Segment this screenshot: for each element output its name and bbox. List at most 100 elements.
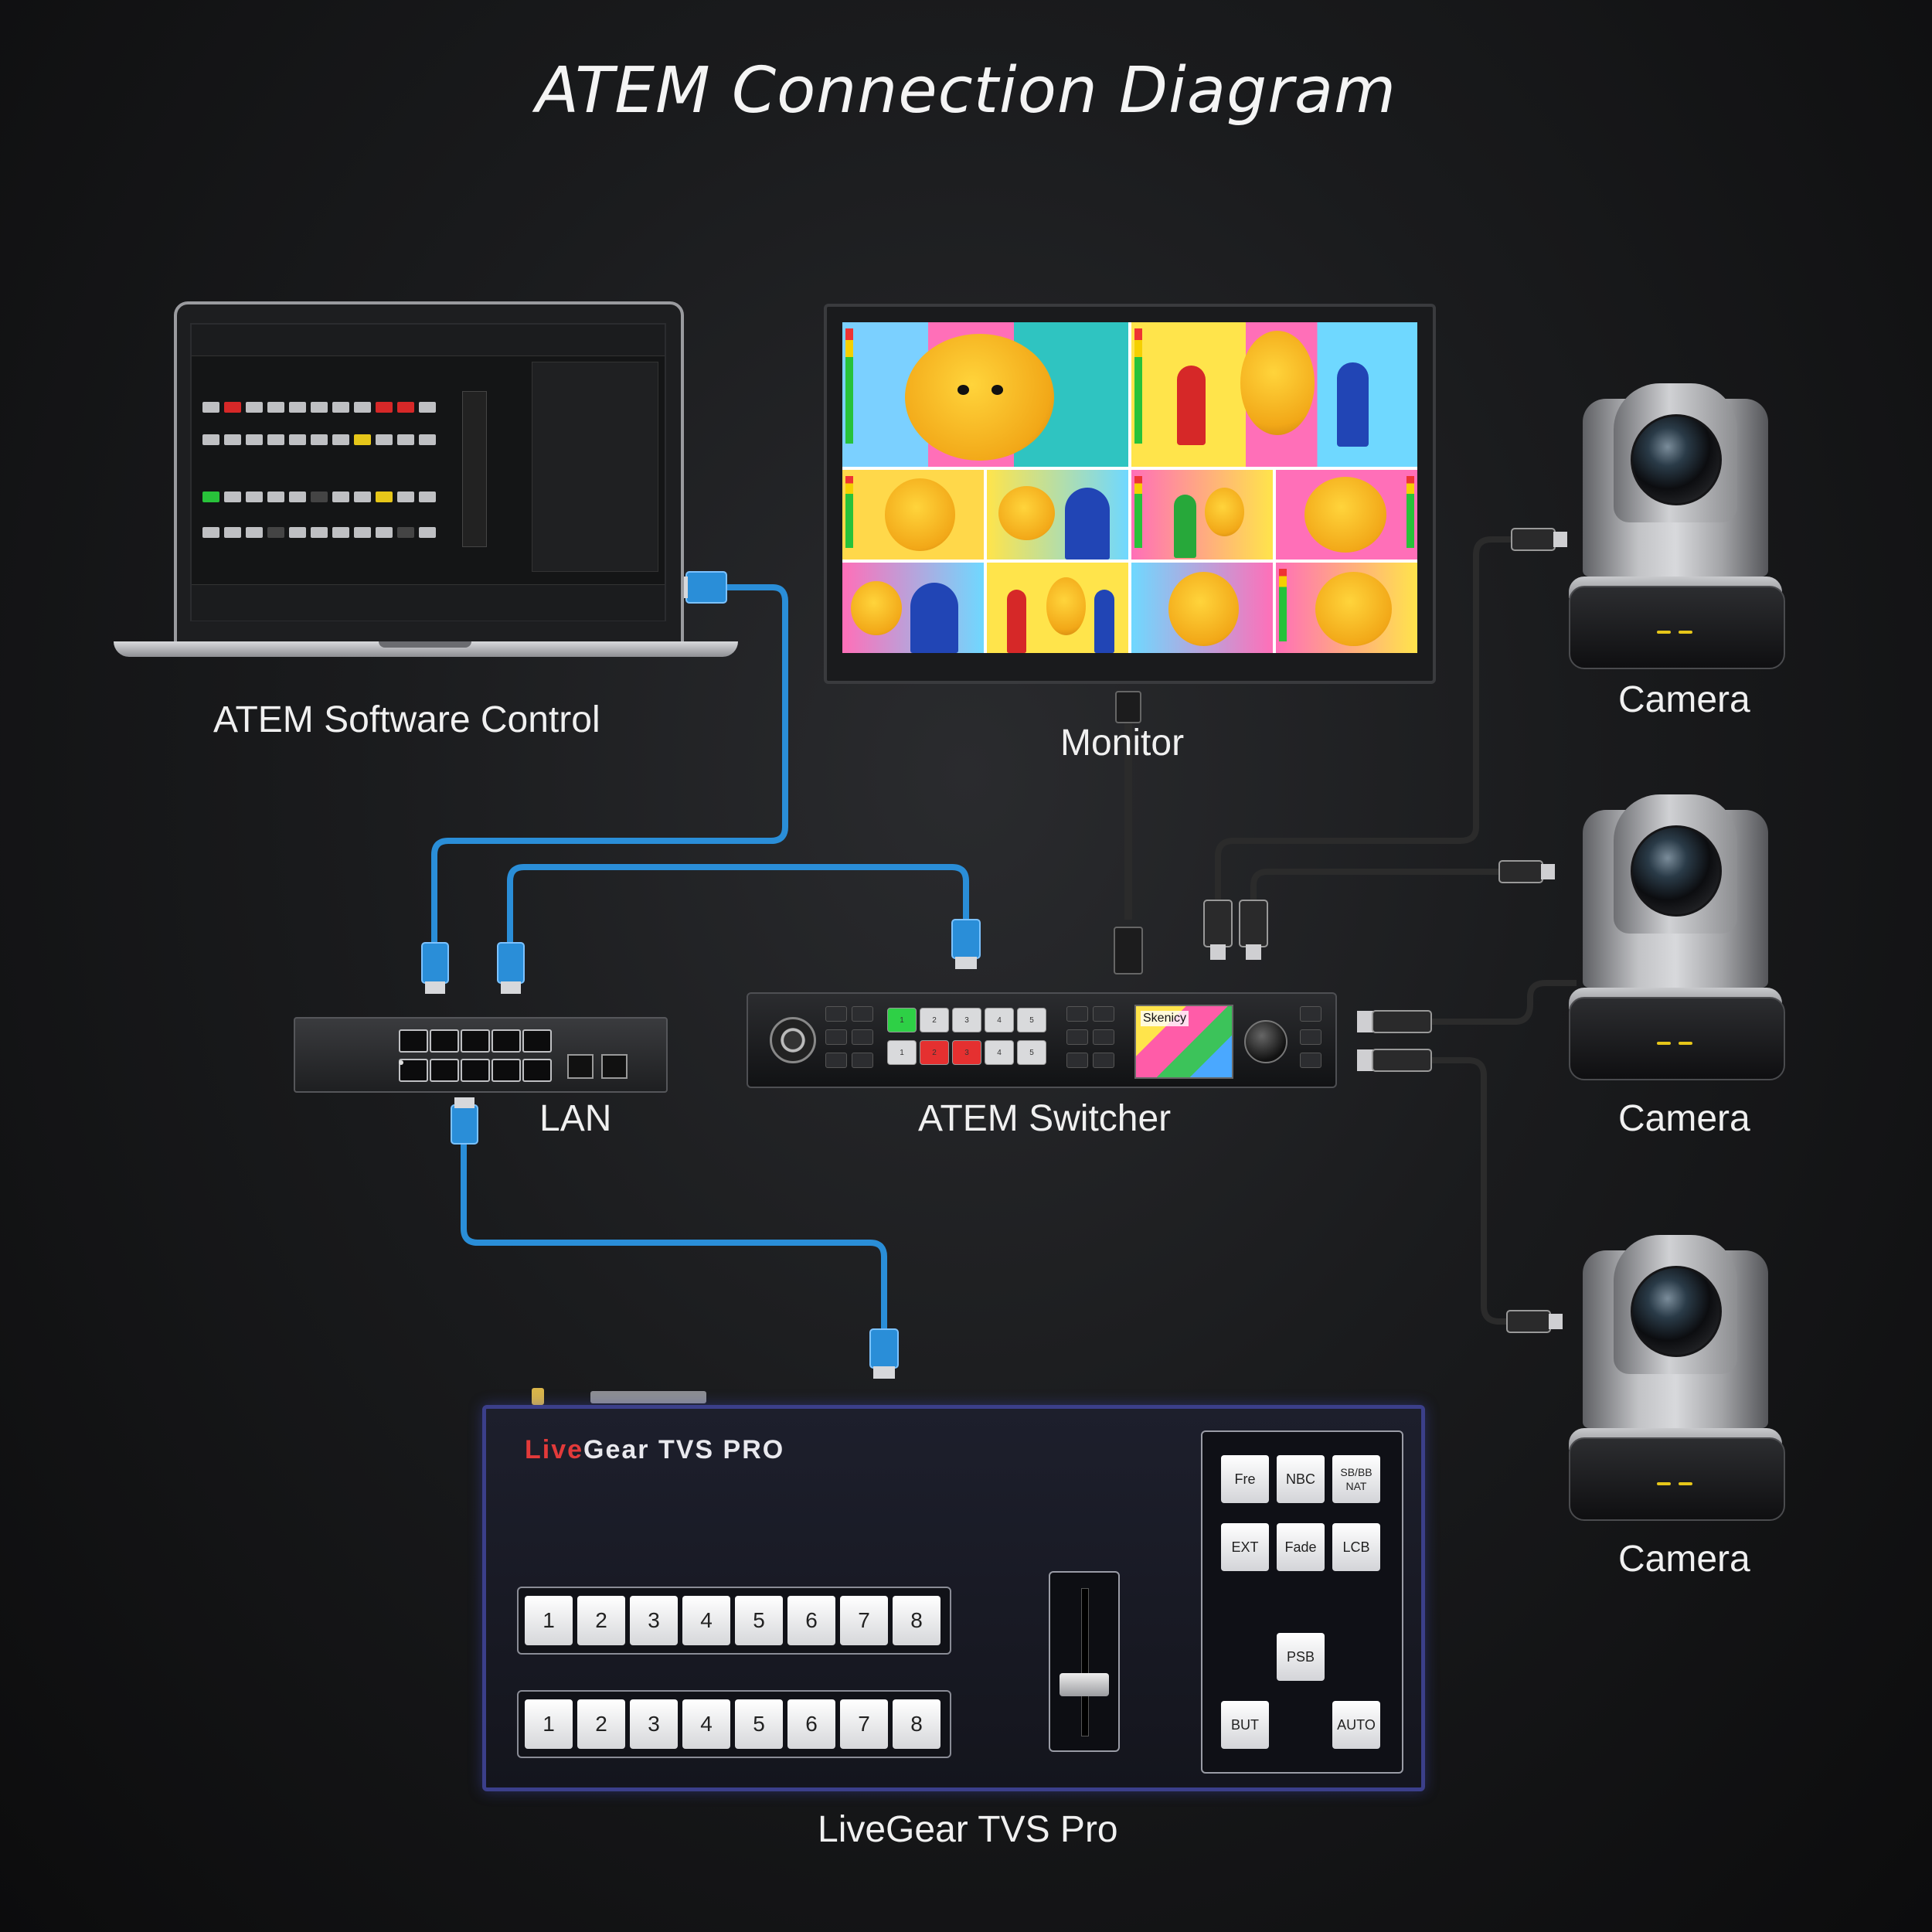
- camera-lens: [1631, 1266, 1722, 1357]
- transition-key-fade[interactable]: Fade: [1277, 1523, 1325, 1571]
- multiview-tile-2: [987, 469, 1128, 560]
- switcher-mid-buttons: [1066, 1006, 1114, 1068]
- atem-software-screen: [190, 323, 666, 621]
- monitor: [824, 304, 1436, 684]
- rj45-connector-lan-bottom: [451, 1097, 478, 1145]
- tbar-handle[interactable]: [1060, 1673, 1109, 1696]
- bnc-connector-switcher-right-1: [1357, 1010, 1432, 1033]
- bnc-connector-cam-1: [1511, 528, 1567, 551]
- transition-key-nbc[interactable]: NBC: [1277, 1455, 1325, 1503]
- switcher-knob: [1244, 1020, 1287, 1063]
- tbar[interactable]: [1049, 1571, 1120, 1752]
- program-key-2[interactable]: 2: [577, 1596, 625, 1645]
- switcher-lcd: Skenicy: [1134, 1005, 1233, 1079]
- camera-label-3: Camera: [1618, 1539, 1750, 1580]
- multiview-grid: [842, 322, 1417, 653]
- sfp-port-1: [567, 1054, 594, 1079]
- diagram-title: ATEM Connection Diagram: [536, 54, 1396, 128]
- transition-key-sb-bb[interactable]: SB/BB NAT: [1332, 1455, 1380, 1503]
- rj45-connector-lan-2: [497, 942, 525, 994]
- program-key-5[interactable]: 5: [735, 1596, 783, 1645]
- lan-ports: [399, 1029, 552, 1082]
- preview-key-1[interactable]: 1: [525, 1699, 573, 1749]
- rj45-connector-switcher: [951, 919, 981, 969]
- preview-key-3[interactable]: 3: [630, 1699, 678, 1749]
- multiview-tile-program: [1131, 322, 1417, 467]
- tvs-brand-red: Live: [525, 1435, 584, 1464]
- app-title-bar: [192, 325, 665, 356]
- ethernet-cable-lan-tvs: [461, 1136, 887, 1337]
- camera-1: [1569, 383, 1785, 669]
- preview-key-2[interactable]: 2: [577, 1699, 625, 1749]
- tvs-rear-port: [590, 1391, 706, 1403]
- multiview-tile-6: [987, 563, 1128, 653]
- lan-switch: [294, 1017, 668, 1093]
- program-key-7[interactable]: 7: [840, 1596, 888, 1645]
- software-keyrow-4: [202, 527, 436, 538]
- software-side-panel: [532, 362, 658, 572]
- transition-key-lcb[interactable]: LCB: [1332, 1523, 1380, 1571]
- xlr-input: [770, 1017, 816, 1063]
- switcher-right-buttons: [1300, 1006, 1321, 1068]
- preview-key-7[interactable]: 7: [840, 1699, 888, 1749]
- livegear-tvs-pro: LiveGear TVS PRO 1 2 3 4 5 6 7 8 1 2 3 4…: [482, 1405, 1425, 1791]
- preview-bus: 1 2 3 4 5 6 7 8: [517, 1690, 951, 1758]
- camera-lens: [1631, 825, 1722, 917]
- transition-key-psb[interactable]: PSB: [1277, 1633, 1325, 1681]
- ethernet-cable-laptop-lan: [431, 584, 788, 951]
- camera-label-1: Camera: [1618, 679, 1750, 720]
- hdmi-connector-switcher: [1114, 927, 1143, 975]
- transition-key-auto[interactable]: AUTO: [1332, 1701, 1380, 1749]
- preview-key-6[interactable]: 6: [787, 1699, 835, 1749]
- switcher-label: ATEM Switcher: [918, 1098, 1172, 1139]
- sdi-cable-camera-3: [1431, 980, 1577, 1025]
- camera-2: [1569, 794, 1785, 1080]
- transition-key-but[interactable]: BUT: [1221, 1701, 1269, 1749]
- tvs-brand: LiveGear TVS PRO: [525, 1435, 784, 1465]
- camera-label-2: Camera: [1618, 1098, 1750, 1139]
- ethernet-cable-lan-switcher: [507, 864, 969, 951]
- program-key-1[interactable]: 1: [525, 1596, 573, 1645]
- bnc-connector-cam-2: [1498, 860, 1555, 883]
- camera-3: [1569, 1235, 1785, 1521]
- monitor-label: Monitor: [1060, 723, 1185, 764]
- preview-key-8[interactable]: 8: [893, 1699, 940, 1749]
- multiview-tile-5: [842, 563, 984, 653]
- transition-panel: Fre NBC SB/BB NAT EXT Fade LCB PSB BUT A…: [1201, 1430, 1403, 1774]
- multiview-tile-7: [1131, 563, 1273, 653]
- hdmi-connector-monitor: [1115, 691, 1141, 723]
- program-key-3[interactable]: 3: [630, 1596, 678, 1645]
- multiview-tile-1: [842, 469, 984, 560]
- lan-label: LAN: [539, 1098, 612, 1139]
- transition-key-ext[interactable]: EXT: [1221, 1523, 1269, 1571]
- preview-key-5[interactable]: 5: [735, 1699, 783, 1749]
- transition-key-fre[interactable]: Fre: [1221, 1455, 1269, 1503]
- sdi-cable-camera-4: [1431, 1057, 1561, 1325]
- program-key-6[interactable]: 6: [787, 1596, 835, 1645]
- bnc-connector-switcher-2: [1239, 900, 1268, 960]
- tvs-coax-port: [532, 1388, 544, 1405]
- sdi-cable-camera-2: [1250, 869, 1507, 904]
- tvs-brand-white: Gear TVS PRO: [583, 1435, 785, 1464]
- software-label: ATEM Software Control: [213, 699, 600, 740]
- bnc-connector-switcher-right-2: [1357, 1049, 1432, 1072]
- multiview-tile-4: [1276, 469, 1417, 560]
- tvs-label: LiveGear TVS Pro: [818, 1809, 1118, 1850]
- switcher-lcd-text: Skenicy: [1141, 1011, 1189, 1026]
- multiview-tile-preview: [842, 322, 1128, 467]
- program-key-4[interactable]: 4: [682, 1596, 730, 1645]
- bnc-connector-cam-4: [1506, 1310, 1563, 1333]
- software-keyrow-2: [202, 434, 436, 445]
- lan-led: [399, 1060, 403, 1065]
- program-bus: 1 2 3 4 5 6 7 8: [517, 1587, 951, 1655]
- multiview-tile-8: [1276, 563, 1417, 653]
- bnc-connector-switcher-1: [1203, 900, 1233, 960]
- rj45-connector-lan-1: [421, 942, 449, 994]
- program-key-8[interactable]: 8: [893, 1596, 940, 1645]
- preview-key-4[interactable]: 4: [682, 1699, 730, 1749]
- software-keyrow-1: [202, 402, 436, 413]
- camera-lens: [1631, 414, 1722, 505]
